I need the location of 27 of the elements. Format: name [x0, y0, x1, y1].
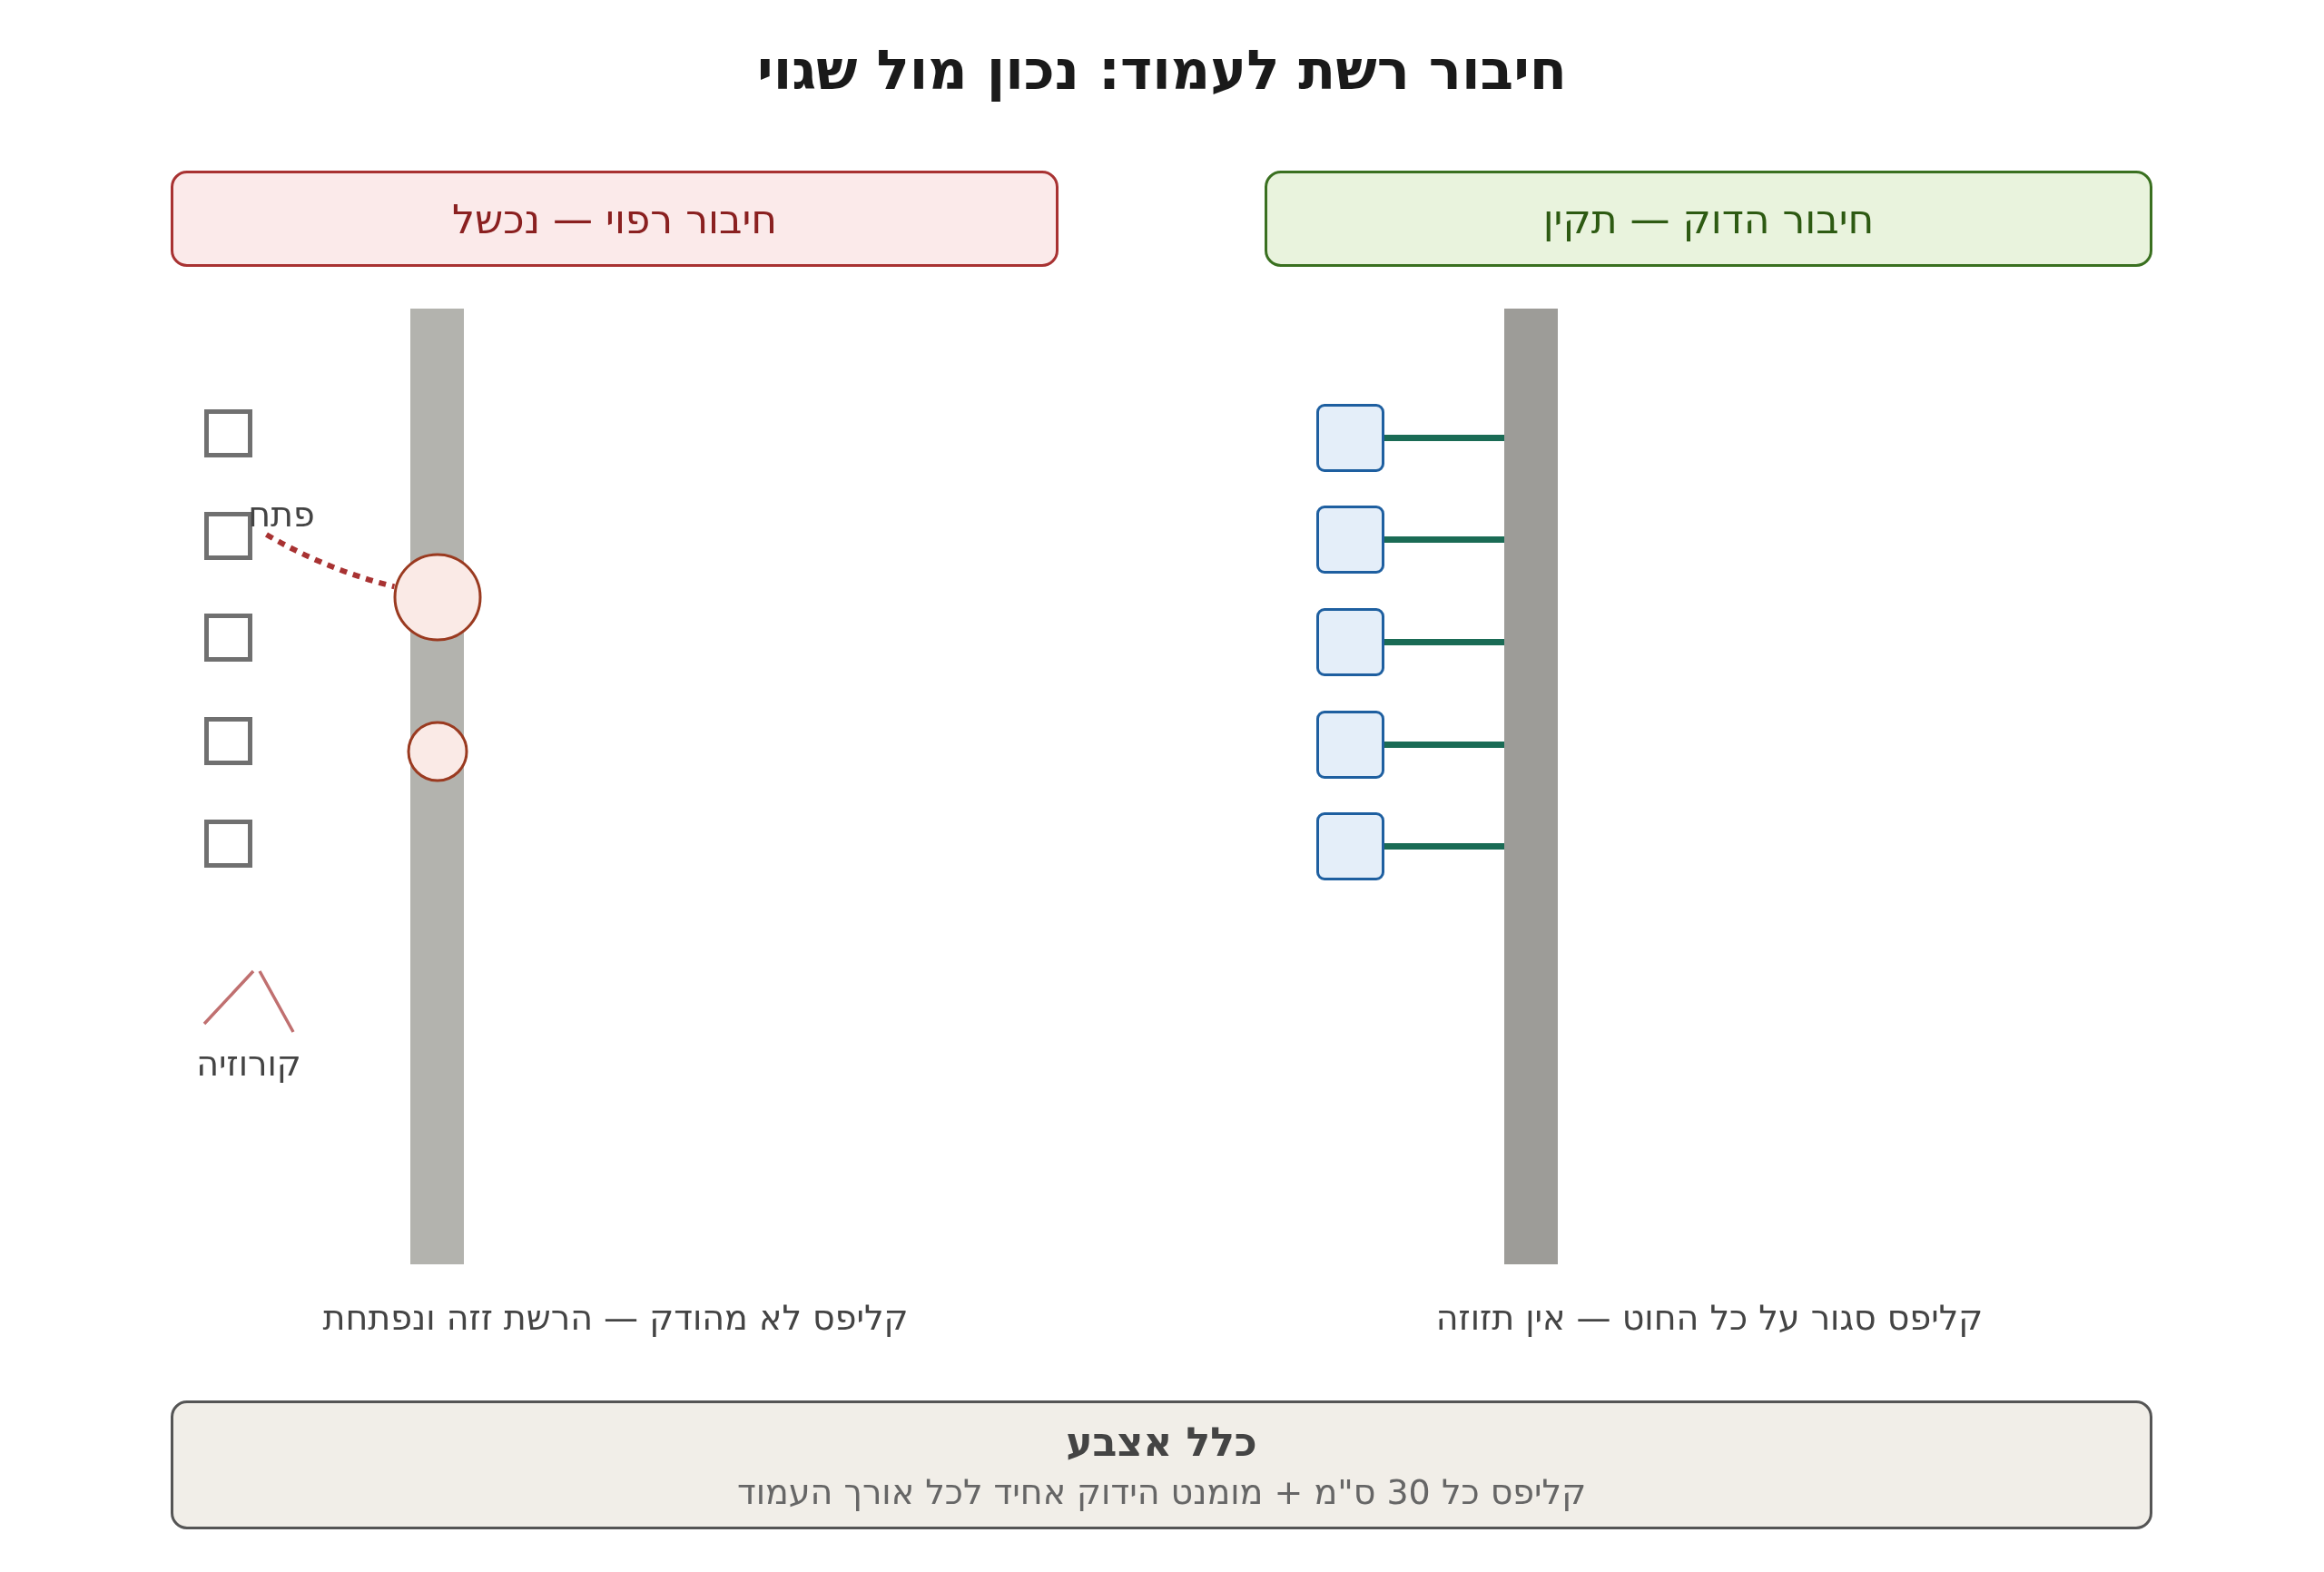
wire-tie — [1384, 536, 1504, 543]
clip-box — [1316, 711, 1384, 779]
mesh-square — [204, 512, 252, 560]
gap-label: פתח — [231, 495, 331, 535]
rule-text: קליפס כל 30 ס"מ + מומנט הידוק אחיד לכל אורך העמוד — [736, 1471, 1587, 1512]
wire-tie — [1384, 639, 1504, 645]
clip-box — [1316, 404, 1384, 472]
clip-box — [1316, 506, 1384, 574]
gap-circle — [393, 553, 482, 642]
clip-box — [1316, 608, 1384, 676]
panel-header: חיבור הדוק — תקין — [1265, 171, 2152, 267]
mesh-square — [204, 409, 252, 457]
pole — [1504, 309, 1558, 1264]
corrosion-label: קורוזיה — [196, 1044, 301, 1084]
mesh-square — [204, 717, 252, 765]
mesh-square — [204, 614, 252, 662]
mesh-square — [204, 820, 252, 868]
wire-tie — [1384, 435, 1504, 441]
title: חיבור רשת לעמוד: נכון מול שגוי — [757, 38, 1567, 102]
wire-tie — [1384, 742, 1504, 748]
crack-line — [265, 532, 396, 590]
panel-caption: קליפס סגור על כל החוט — אין תזוזה — [1435, 1298, 1984, 1338]
wire-tie — [1384, 843, 1504, 850]
panel-header: חיבור רפוי — נכשל — [171, 171, 1059, 267]
clip-box — [1316, 812, 1384, 880]
rule-heading: כלל אצבע — [1066, 1418, 1257, 1465]
panel-caption: קליפס לא מהודק — הרשת זזה ונפתחת — [322, 1298, 909, 1338]
